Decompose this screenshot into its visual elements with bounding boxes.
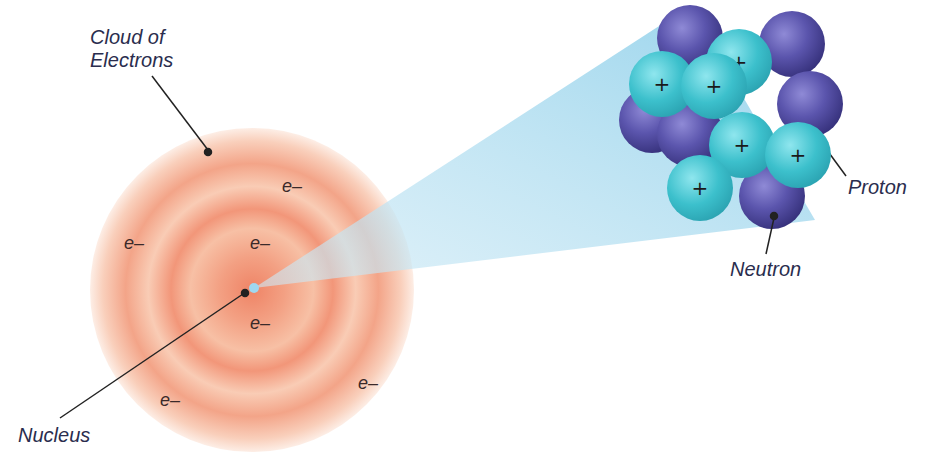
charge-sign: + xyxy=(706,76,723,96)
electron-label: e– xyxy=(282,176,302,196)
charge-sign: + xyxy=(790,145,807,165)
neutrons xyxy=(619,5,843,229)
electron-label: e– xyxy=(124,233,144,253)
leader-lines xyxy=(60,76,846,418)
electron-label: e– xyxy=(160,390,180,410)
leader-line xyxy=(766,218,774,254)
electron-label: e– xyxy=(250,233,270,253)
electron-label: e– xyxy=(358,373,378,393)
electron-cloud xyxy=(90,128,414,452)
leader-line xyxy=(60,294,243,418)
nucleus-dot xyxy=(249,283,259,293)
cloud-label: Cloud of Electrons xyxy=(90,26,220,72)
proton-label: Proton xyxy=(848,176,907,199)
proton-sphere: + xyxy=(765,122,831,188)
leader-dot xyxy=(205,149,212,156)
leader-dot xyxy=(242,290,249,297)
leader-dot xyxy=(771,213,778,220)
charge-sign: + xyxy=(654,74,671,94)
leader-line xyxy=(152,76,208,150)
zoom-cone xyxy=(254,6,815,288)
charge-sign: + xyxy=(734,135,751,155)
electron-label: e– xyxy=(250,313,270,333)
proton-sphere: + xyxy=(667,155,733,221)
charge-sign: + xyxy=(692,178,709,198)
neutron-label: Neutron xyxy=(730,258,801,281)
nucleus-label: Nucleus xyxy=(18,424,90,447)
proton-sphere: + xyxy=(681,53,747,119)
